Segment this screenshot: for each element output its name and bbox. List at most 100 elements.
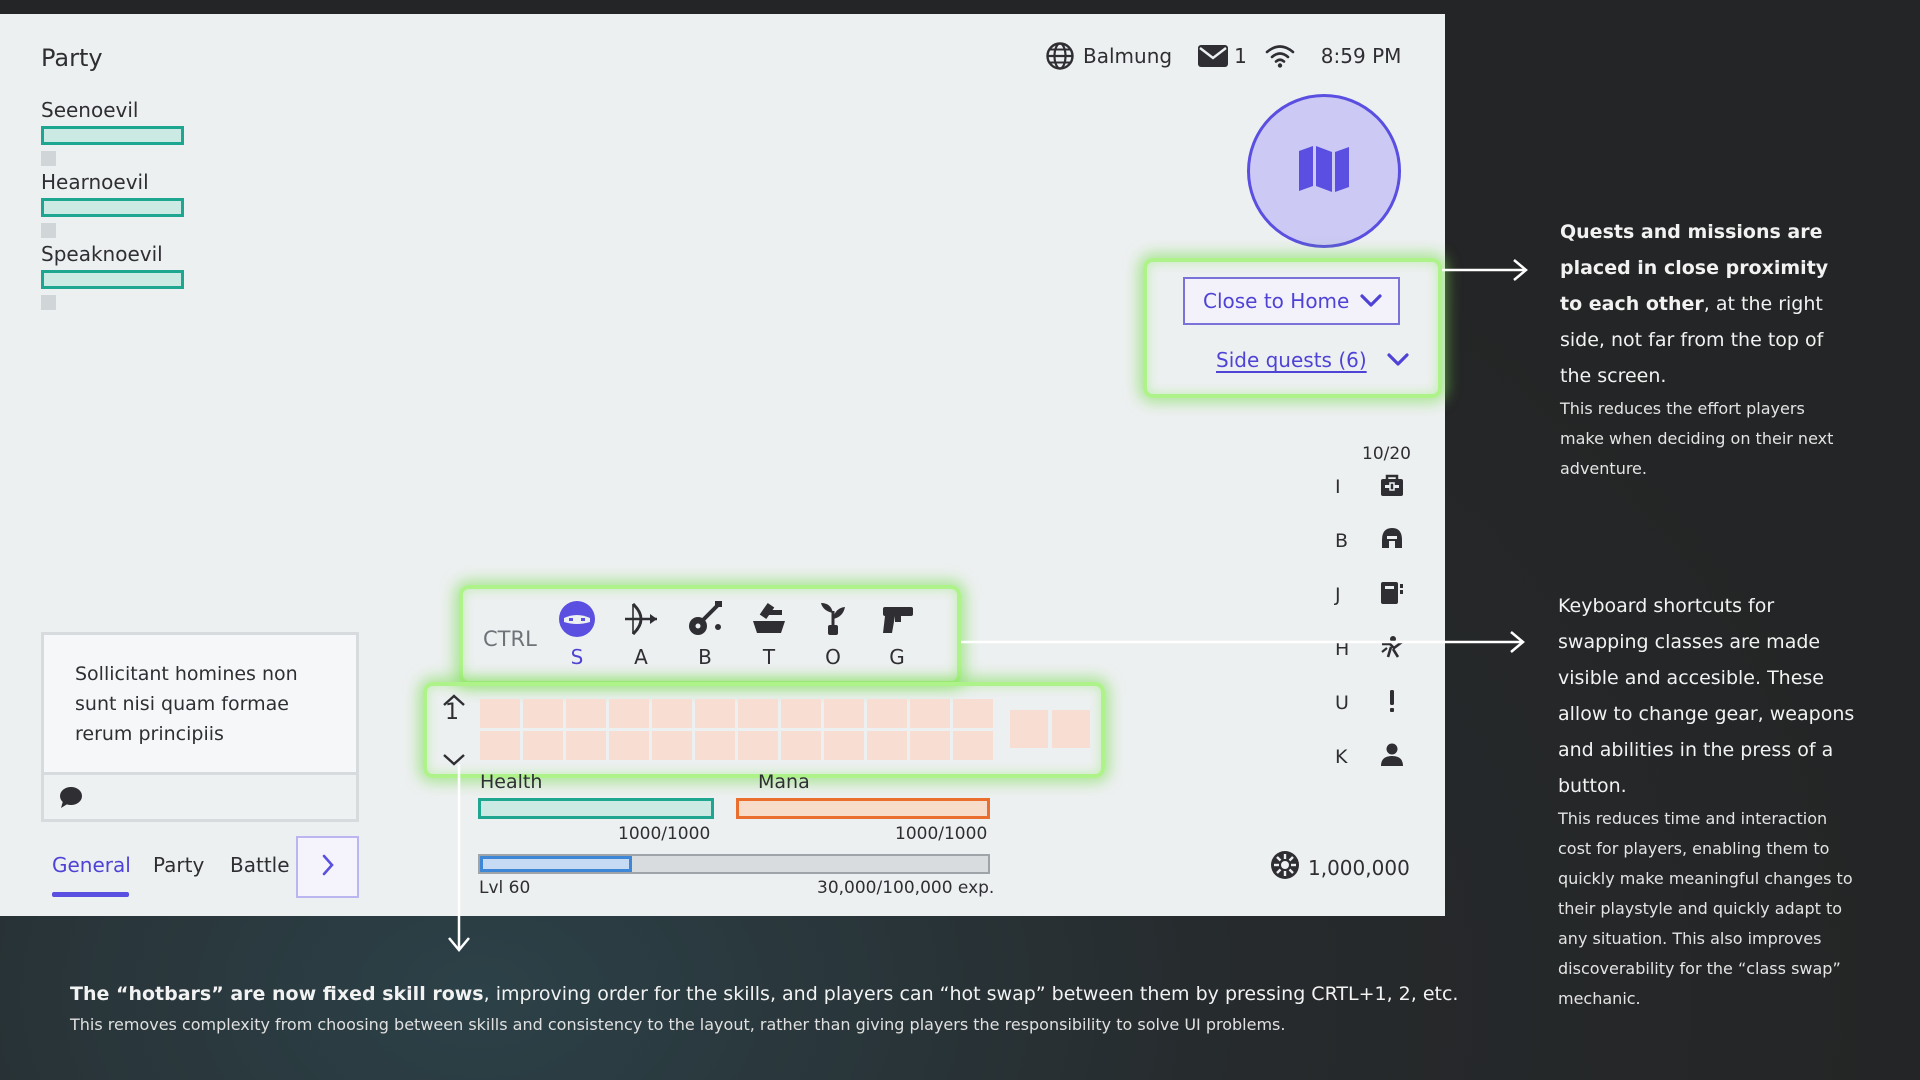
wifi-icon: [1265, 44, 1295, 68]
skill-slot[interactable]: [695, 699, 735, 728]
keyboard-annotation: Keyboard shortcuts for swapping classes …: [1558, 588, 1858, 1014]
shortcut-character[interactable]: K: [1335, 737, 1405, 777]
class-key: T: [762, 645, 776, 669]
extra-slot[interactable]: [1052, 710, 1090, 748]
skill-slot[interactable]: [781, 699, 821, 728]
health-value: 1000/1000: [618, 824, 711, 844]
mail-count: 1: [1234, 44, 1247, 68]
skill-slot[interactable]: [824, 699, 864, 728]
skill-slot[interactable]: [824, 731, 864, 760]
inventory-count: 10/20: [1362, 444, 1411, 464]
party-member[interactable]: Speaknoevil: [41, 242, 201, 310]
map-button[interactable]: [1247, 94, 1401, 248]
hotbar-annotation-text: , improving order for the skills, and pl…: [483, 983, 1459, 1005]
side-quests-toggle[interactable]: Side quests (6): [1216, 348, 1409, 372]
shortcut-alerts[interactable]: U: [1335, 683, 1405, 723]
member-health-bar: [41, 270, 184, 289]
tank-icon: [744, 599, 794, 639]
skill-slot[interactable]: [480, 731, 520, 760]
shortcut-skills[interactable]: H: [1335, 629, 1405, 669]
gear-coin-icon: [1270, 850, 1300, 885]
mana-value: 1000/1000: [895, 824, 988, 844]
main-quest-label: Close to Home: [1203, 289, 1350, 313]
class-swap-bar: CTRL S A B T: [459, 585, 961, 685]
character-icon: [1379, 742, 1405, 772]
skill-slot[interactable]: [910, 699, 950, 728]
annotation-arrow: [961, 631, 1525, 653]
skill-slot[interactable]: [867, 699, 907, 728]
tab-general[interactable]: General: [52, 853, 131, 877]
chevron-up-icon[interactable]: [442, 692, 466, 711]
skill-slot[interactable]: [953, 731, 993, 760]
shortcut-inventory[interactable]: I: [1335, 467, 1405, 507]
annotation-arrow: [448, 764, 470, 952]
skill-slot[interactable]: [953, 699, 993, 728]
chat-input[interactable]: [44, 772, 356, 819]
quest-highlight: [1143, 258, 1442, 398]
skill-slot[interactable]: [609, 731, 649, 760]
member-status-box: [41, 295, 56, 310]
helmet-icon: [1379, 526, 1405, 556]
mana-bar: [736, 798, 990, 819]
clock-time: 8:59 PM: [1320, 44, 1402, 68]
archer-icon: [616, 599, 666, 639]
tab-battle[interactable]: Battle: [230, 853, 290, 877]
party-member[interactable]: Seenoevil: [41, 98, 201, 166]
extra-slot[interactable]: [1010, 710, 1048, 748]
exp-bar: [478, 854, 990, 874]
skill-slot[interactable]: [738, 699, 778, 728]
skill-slot-grid: [480, 699, 993, 760]
class-slot-gunner[interactable]: G: [872, 599, 922, 679]
skill-slot[interactable]: [867, 731, 907, 760]
class-key: B: [698, 645, 712, 669]
skill-slot[interactable]: [523, 699, 563, 728]
member-name: Speaknoevil: [41, 242, 163, 266]
currency-amount: 1,000,000: [1308, 855, 1410, 880]
hotbar-annotation-bold: The “hotbars” are now fixed skill rows: [70, 983, 484, 1005]
quest-annotation-bold: Quests and missions are placed in close …: [1560, 221, 1829, 315]
health-bar: [478, 798, 714, 819]
shortcut-journal[interactable]: J: [1335, 575, 1405, 615]
skill-slot[interactable]: [652, 699, 692, 728]
class-slot-archer[interactable]: A: [616, 599, 666, 679]
skill-slot[interactable]: [480, 699, 520, 728]
party-member[interactable]: Hearnoevil: [41, 170, 201, 238]
level-label: Lvl 60: [479, 878, 531, 898]
shortcut-key: K: [1335, 746, 1348, 768]
shortcut-key: B: [1335, 530, 1349, 552]
class-key: O: [825, 645, 841, 669]
class-slot-samurai[interactable]: S: [552, 599, 602, 679]
shortcut-key: I: [1335, 476, 1341, 498]
map-icon: [1297, 145, 1351, 197]
chat-message: Sollicitant homines non sunt nisi quam f…: [75, 663, 298, 745]
tab-party[interactable]: Party: [153, 853, 205, 877]
class-slot-herbalist[interactable]: O: [808, 599, 858, 679]
quest-annotation-text: , at the right side, not far from the to…: [1560, 293, 1824, 387]
keyboard-annotation-head: Keyboard shortcuts for swapping classes …: [1558, 595, 1855, 797]
class-key: S: [570, 645, 584, 669]
class-slot-bard[interactable]: B: [680, 599, 730, 679]
gunner-icon: [872, 599, 922, 639]
shortcut-gear[interactable]: B: [1335, 521, 1405, 561]
skill-slot[interactable]: [695, 731, 735, 760]
main-quest-dropdown[interactable]: Close to Home: [1183, 277, 1400, 325]
inventory-icon: [1379, 472, 1405, 502]
chevron-down-icon[interactable]: [442, 752, 466, 771]
skill-slot[interactable]: [652, 731, 692, 760]
skill-slot[interactable]: [910, 731, 950, 760]
class-slot-tank[interactable]: T: [744, 599, 794, 679]
skill-slot[interactable]: [609, 699, 649, 728]
skill-slot[interactable]: [523, 731, 563, 760]
chevron-down-icon: [1360, 289, 1382, 313]
shortcut-key: J: [1335, 584, 1341, 606]
skill-slot[interactable]: [566, 731, 606, 760]
member-status-box: [41, 151, 56, 166]
skill-slot[interactable]: [738, 731, 778, 760]
skill-slot[interactable]: [781, 731, 821, 760]
alert-icon: [1379, 688, 1405, 718]
mail-icon[interactable]: [1198, 44, 1229, 68]
server-name: Balmung: [1083, 44, 1173, 68]
side-quests-label: Side quests (6): [1216, 348, 1367, 372]
next-tab-button[interactable]: [296, 836, 359, 898]
skill-slot[interactable]: [566, 699, 606, 728]
